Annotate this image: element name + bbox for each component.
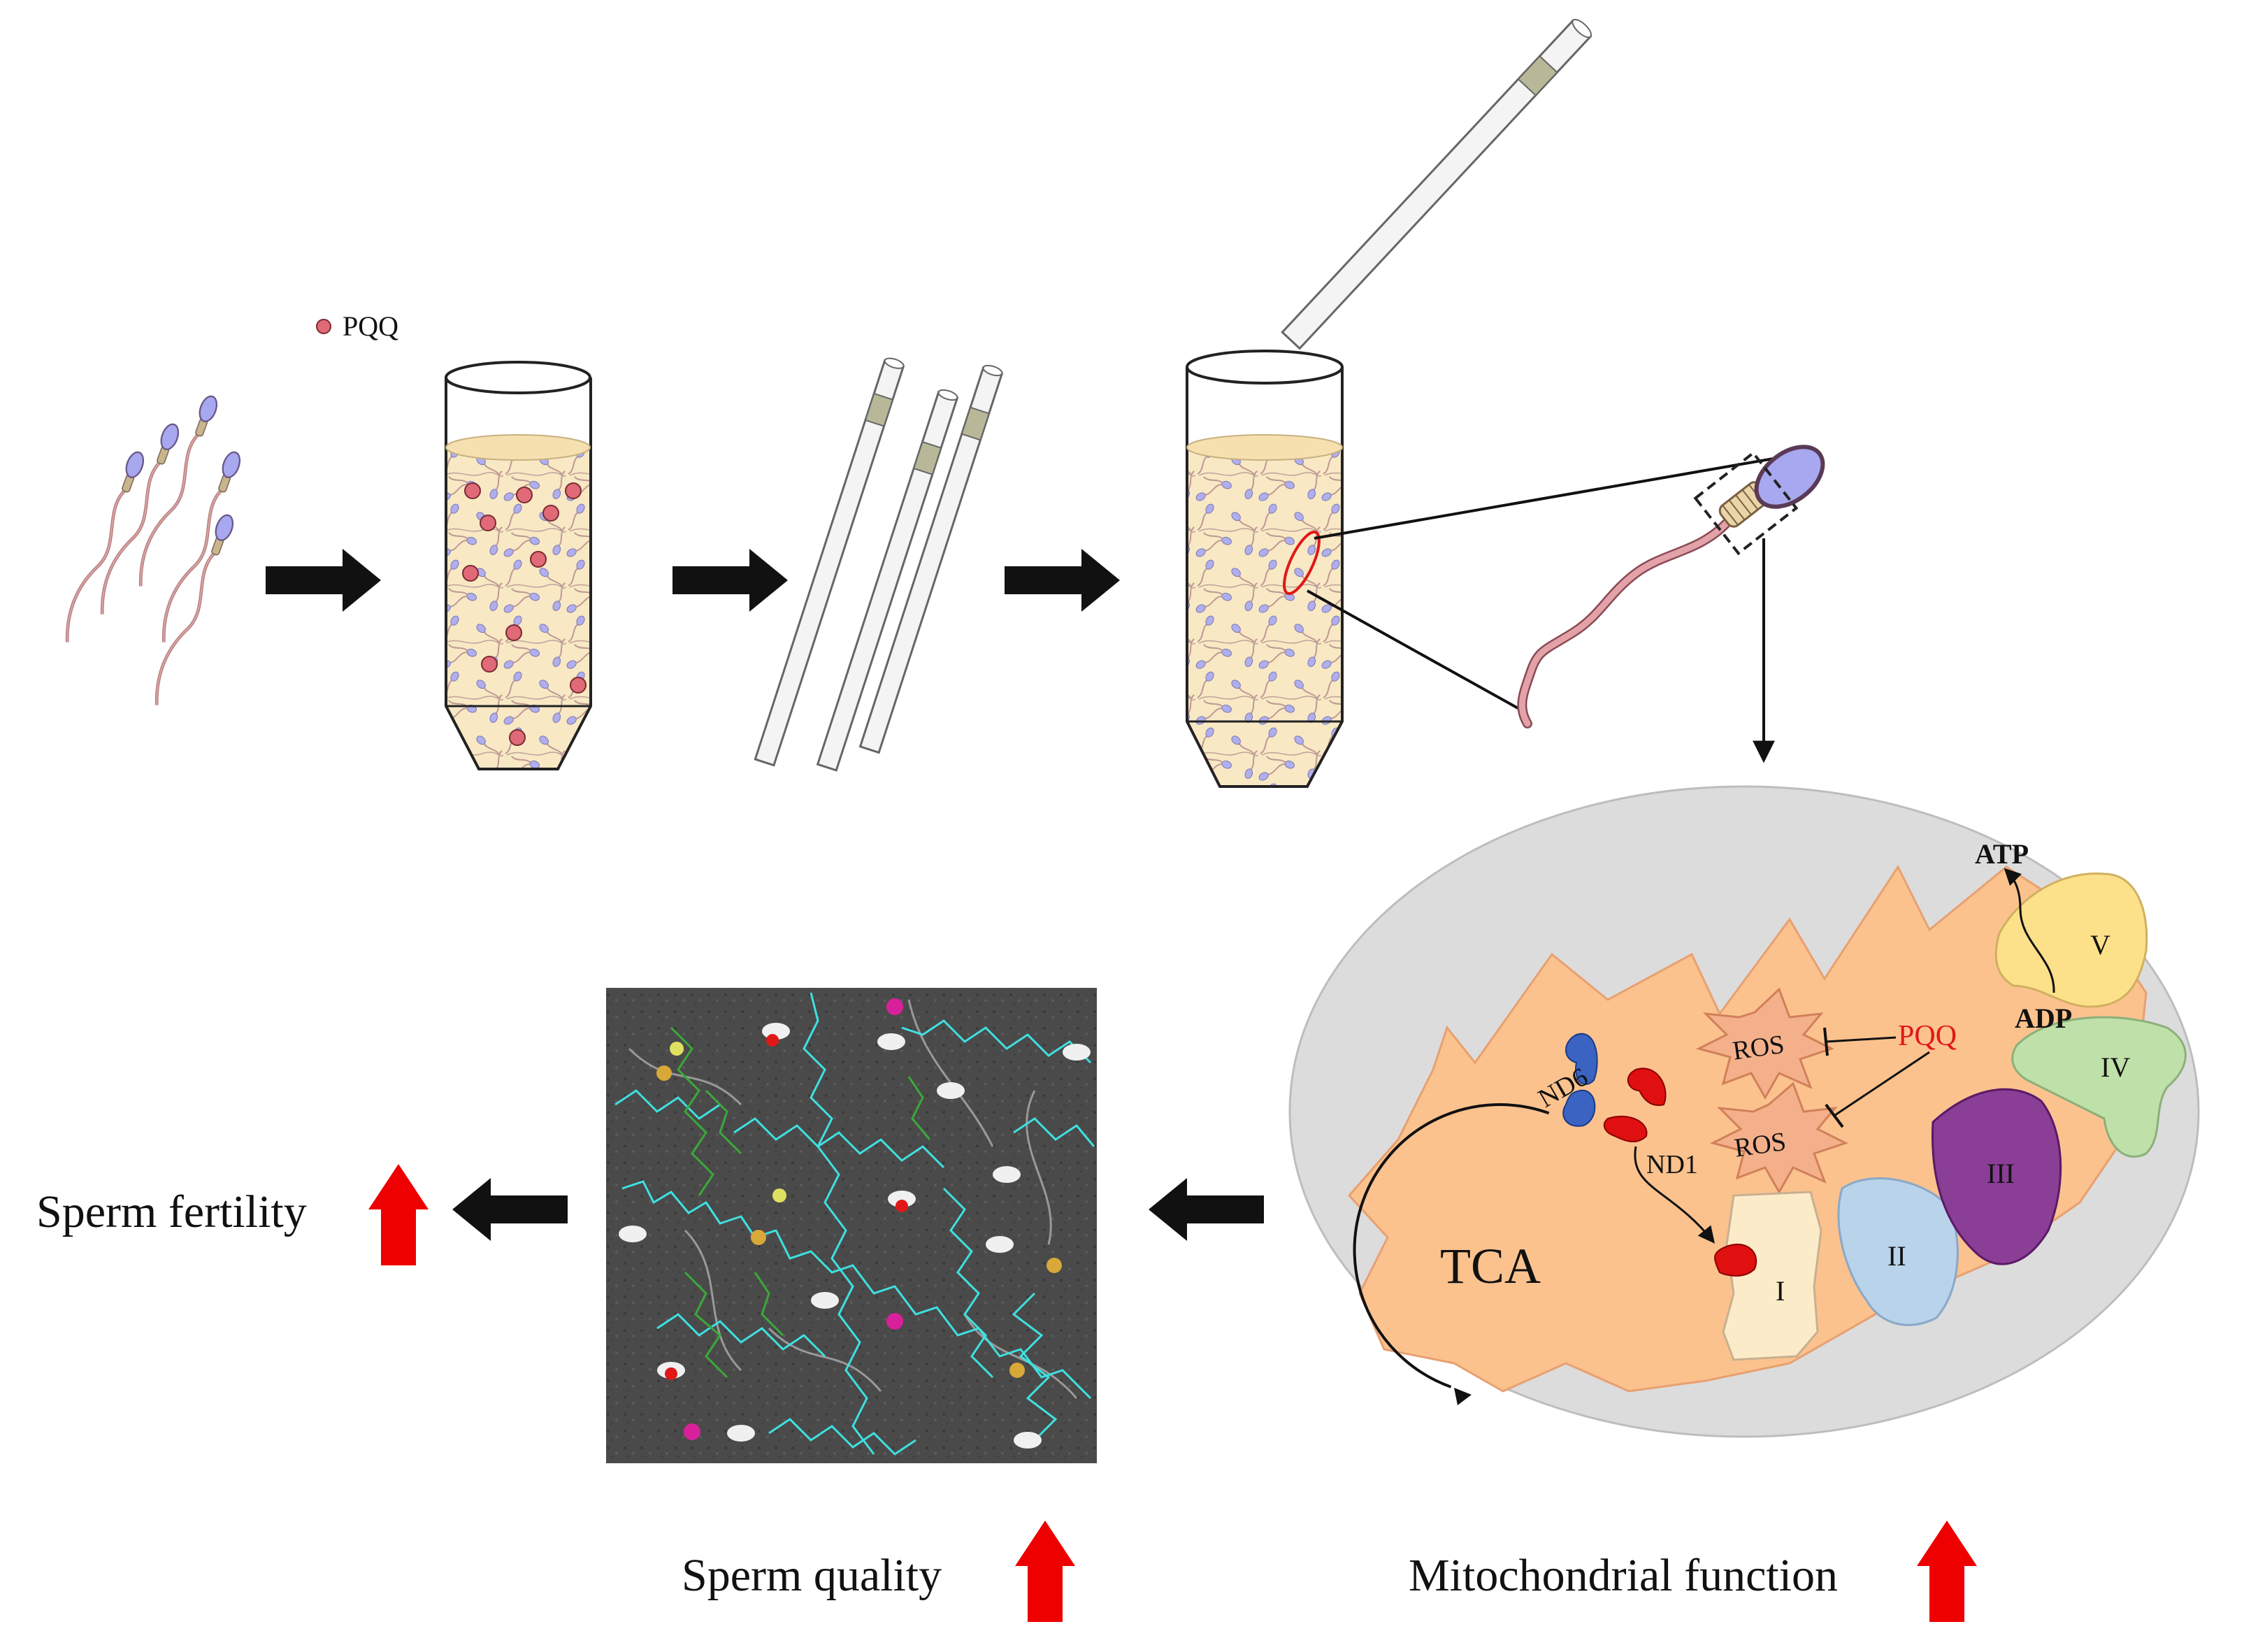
complex-iii-label: III bbox=[1987, 1158, 2015, 1189]
flow-arrow-2 bbox=[673, 549, 788, 612]
complex-ii-label: II bbox=[1887, 1240, 1906, 1272]
mito-function-up-arrow-icon bbox=[1917, 1521, 1977, 1622]
pqq-inhibits-ros-2 bbox=[1834, 1051, 1930, 1116]
green-tracks bbox=[670, 1026, 931, 1379]
sperm-quality-label: Sperm quality bbox=[682, 1550, 942, 1601]
sperm-fertility-label: Sperm fertility bbox=[36, 1186, 307, 1237]
ros-burst-1: ROS bbox=[1695, 987, 1834, 1100]
enlarged-sperm-icon bbox=[1517, 445, 1825, 728]
pqq-legend-label: PQQ bbox=[343, 310, 398, 342]
complex-i: I bbox=[1714, 1191, 1822, 1361]
ros-label-1: ROS bbox=[1731, 1030, 1786, 1066]
pqq-legend: PQQ bbox=[316, 310, 398, 342]
ros-label-2: ROS bbox=[1732, 1127, 1788, 1163]
pqq-dot-icon bbox=[316, 319, 331, 334]
pqq-inhibits-ros-1 bbox=[1825, 1036, 1897, 1043]
flow-arrow-3 bbox=[1005, 549, 1120, 612]
complex-iv: IV bbox=[2011, 1016, 2187, 1158]
ros-burst-2: ROS bbox=[1709, 1082, 1848, 1195]
flow-arrow-4 bbox=[1149, 1178, 1264, 1241]
complex-iii: III bbox=[1931, 1088, 2062, 1265]
atp-label: ATP bbox=[1975, 838, 2029, 870]
tca-label: TCA bbox=[1440, 1238, 1541, 1294]
cyan-tracks bbox=[614, 992, 1095, 1456]
complex-iv-label: IV bbox=[2101, 1051, 2130, 1083]
complex-v: V bbox=[1994, 872, 2148, 1008]
nd1-label: ND1 bbox=[1646, 1150, 1698, 1179]
adp-to-atp-arrow bbox=[2004, 868, 2055, 993]
quality-up-arrow-icon bbox=[1015, 1521, 1075, 1622]
mito-pqq-label: PQQ bbox=[1898, 1020, 1957, 1052]
complex-v-label: V bbox=[2090, 929, 2110, 961]
nd1-subunits bbox=[1603, 1068, 1667, 1142]
midpiece-focus-box bbox=[1693, 451, 1799, 556]
fertility-up-arrow-icon bbox=[368, 1164, 429, 1265]
pqq-particles bbox=[462, 482, 587, 746]
zoom-line-lower bbox=[1307, 589, 1521, 711]
mitochondrial-function-label: Mitochondrial function bbox=[1409, 1550, 1838, 1601]
complex-ii: II bbox=[1837, 1177, 1959, 1326]
pqq-tube-icon bbox=[445, 361, 592, 770]
classified-markers bbox=[656, 998, 1062, 1440]
sperm-cluster-icon bbox=[60, 393, 243, 709]
complex-i-label: I bbox=[1776, 1275, 1785, 1307]
sperm-tube-icon bbox=[1186, 350, 1344, 788]
zoom-highlight bbox=[1283, 530, 1321, 596]
sperm-tracking-image bbox=[606, 988, 1097, 1463]
adp-label: ADP bbox=[2015, 1003, 2072, 1034]
straw-icon bbox=[1281, 18, 1592, 350]
mitochondrion-diagram: TCA ND6 ND1 ROS ROS PQQ bbox=[1288, 785, 2200, 1438]
zoom-line-upper bbox=[1314, 450, 1818, 540]
flow-arrow-5 bbox=[452, 1178, 568, 1241]
straws-icon bbox=[754, 357, 1004, 772]
nd1-to-complex-i-arrow bbox=[1634, 1146, 1716, 1244]
tca-cycle: TCA bbox=[1353, 1103, 1550, 1405]
flow-arrow-1 bbox=[266, 549, 381, 612]
nd6-subunits bbox=[1562, 1033, 1598, 1127]
